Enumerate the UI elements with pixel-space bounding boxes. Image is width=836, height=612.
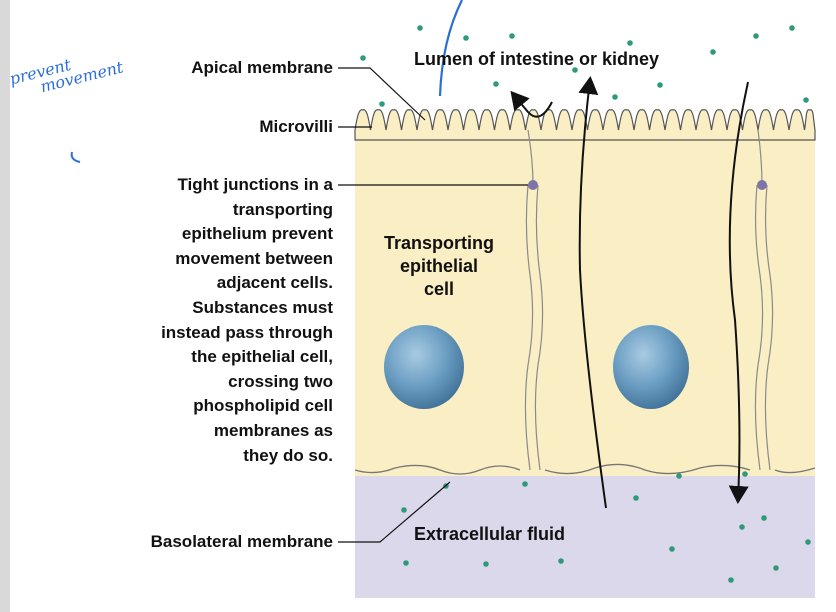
nucleus-left [384, 325, 464, 409]
particle-dot [612, 94, 618, 100]
cell-boundary-right [754, 184, 764, 471]
solute-particles [360, 25, 811, 583]
label-line: the epithelial cell, [191, 347, 333, 367]
particle-dot [509, 33, 515, 39]
left-edge-shade [0, 0, 10, 612]
arrow-icon [728, 81, 749, 504]
particle-dot [739, 524, 745, 530]
label-tight-junctions: Tight junctions in a transporting epitheli… [161, 173, 333, 468]
label-microvilli: Microvilli [259, 117, 333, 136]
label-line: Substances must [192, 297, 333, 317]
particle-dot [761, 515, 767, 521]
label-line: adjacent cells. [216, 273, 333, 293]
cell-boundary-left [524, 184, 534, 471]
particle-dot [403, 560, 409, 566]
particle-dot [633, 495, 639, 501]
label-lumen: Lumen of intestine or kidney [414, 49, 660, 69]
pen-stroke [438, 0, 463, 97]
curved-arrow-icon [510, 90, 553, 118]
particle-dot [493, 81, 499, 87]
particle-dot [805, 539, 811, 545]
particle-dot [773, 565, 779, 571]
label-line: membranes as [213, 420, 333, 440]
particle-dot [360, 55, 366, 61]
particle-dot [463, 35, 469, 41]
particle-dot [753, 33, 759, 39]
particle-dot [803, 97, 809, 103]
cell-boundary-left-inner [534, 184, 544, 471]
label-transporting-epithelial-cell: Transporting epithelial cell [358, 232, 520, 301]
particle-dot [483, 561, 489, 567]
tight-junction-dot [757, 180, 767, 190]
particle-dot [657, 82, 663, 88]
label-line: they do so. [243, 445, 333, 465]
particle-dot [676, 473, 682, 479]
leader-apical [338, 67, 426, 121]
particle-dot [522, 481, 528, 487]
tight-junction-dot [528, 180, 538, 190]
particle-dot [710, 49, 716, 55]
pen-stroke [70, 151, 81, 163]
label-line: Transporting [383, 233, 494, 253]
particle-dot [417, 25, 423, 31]
lumen-region [355, 12, 815, 122]
label-line: movement between [175, 248, 333, 268]
label-line: transporting [232, 199, 333, 219]
particle-dot [742, 471, 748, 477]
label-line: crossing two [228, 371, 333, 391]
label-basolateral-membrane: Basolateral membrane [150, 532, 333, 551]
label-line: Tight junctions in a [177, 175, 333, 194]
particle-dot [572, 67, 578, 73]
leader-basolateral [338, 481, 451, 543]
label-line: instead pass through [161, 322, 333, 342]
label-line: epithelium prevent [181, 224, 333, 244]
nucleus-right [613, 325, 689, 409]
label-line: epithelial [399, 256, 479, 276]
particle-dot [789, 25, 795, 31]
arrow-icon [578, 76, 607, 509]
basolateral-membrane-line [354, 463, 816, 475]
particle-dot [401, 507, 407, 513]
cell-boundary-right-inner [764, 184, 774, 471]
particle-dot [558, 558, 564, 564]
label-line: cell [423, 279, 455, 299]
particle-dot [728, 577, 734, 583]
label-line: phospholipid cell [193, 396, 333, 416]
particle-dot [379, 101, 385, 107]
label-extracellular-fluid: Extracellular fluid [414, 524, 566, 544]
particle-dot [627, 40, 633, 46]
particle-dot [669, 546, 675, 552]
label-apical-membrane: Apical membrane [191, 58, 333, 77]
